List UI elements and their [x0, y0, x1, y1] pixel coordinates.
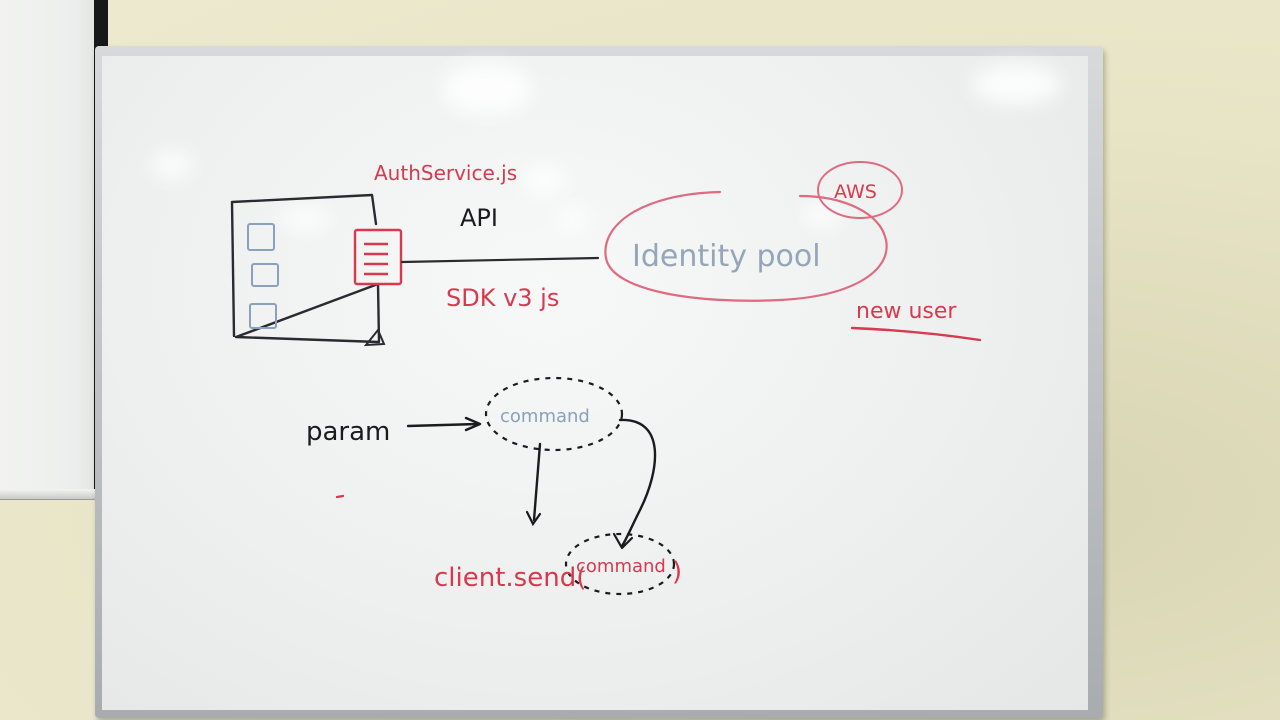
down-arrow	[532, 442, 542, 522]
api-connection-line	[400, 256, 600, 264]
new-user-underline	[850, 326, 982, 342]
light-glare	[152, 152, 192, 178]
whiteboard	[102, 56, 1088, 710]
command-ellipse-top	[484, 376, 624, 452]
sdk-label: SDK v3 js	[446, 284, 559, 312]
command-bottom-label: command	[576, 556, 666, 577]
curved-arrow	[618, 418, 657, 548]
ui-box	[249, 303, 277, 329]
marker-dot	[335, 494, 345, 499]
projector-screen-bar	[0, 489, 112, 500]
command-top-label: command	[500, 406, 590, 427]
client-send-label: client.send(	[434, 563, 586, 593]
command-ellipse-bottom	[564, 532, 676, 596]
light-glare	[442, 64, 532, 114]
aws-label: AWS	[834, 181, 877, 203]
ui-box	[247, 223, 275, 251]
projector-screen	[0, 0, 96, 494]
ui-box	[251, 263, 279, 287]
param-arrowhead	[464, 416, 482, 432]
identity-pool-label: Identity pool	[632, 239, 821, 274]
light-glare	[522, 166, 566, 194]
client-send-close-paren: )	[672, 557, 682, 587]
auth-service-file-icon	[353, 228, 403, 286]
light-glare	[802, 204, 842, 226]
app-window-sketch	[230, 193, 381, 344]
new-user-label: new user	[856, 299, 957, 324]
identity-pool-ellipse	[604, 190, 888, 302]
resize-corner-sketch	[363, 328, 386, 347]
curved-arrowhead	[612, 532, 634, 550]
aws-circle	[817, 161, 903, 219]
param-arrow	[406, 422, 480, 428]
param-label: param	[306, 417, 390, 447]
ui-element-boxes	[247, 223, 279, 329]
api-label: API	[460, 204, 498, 232]
light-glare	[972, 64, 1062, 104]
light-glare	[556, 208, 588, 232]
light-glare	[280, 208, 330, 230]
auth-service-label: AuthService.js	[374, 161, 517, 185]
down-arrowhead	[525, 510, 542, 527]
